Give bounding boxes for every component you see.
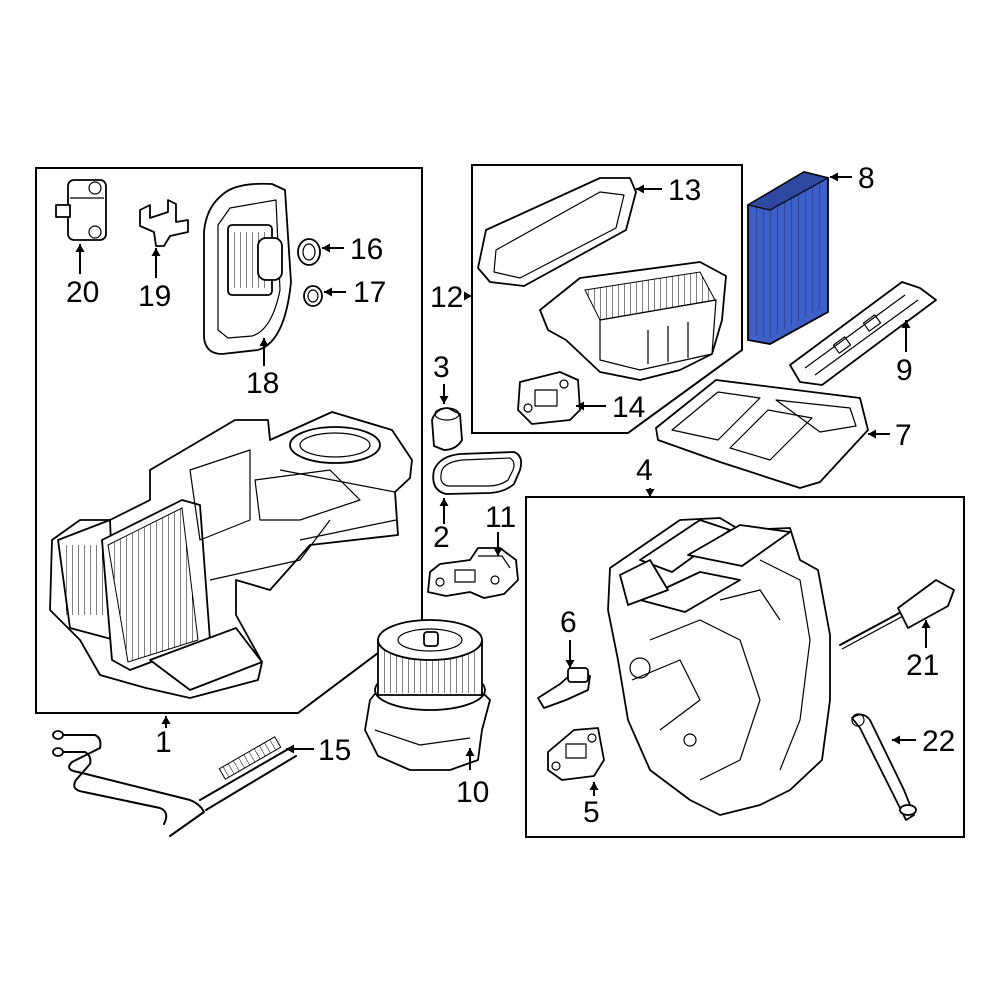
- arrowhead-22: [892, 735, 900, 745]
- arrowhead-8: [830, 172, 838, 182]
- callout-9: 9: [896, 354, 913, 387]
- blower-housing-part: [539, 261, 727, 381]
- heater-pipe-part: [52, 730, 297, 837]
- arrowhead-14: [576, 401, 584, 411]
- arrowhead-2: [439, 498, 449, 506]
- arrowhead-11: [493, 548, 503, 556]
- callout-12: 12: [430, 281, 463, 314]
- callout-20: 20: [66, 276, 99, 309]
- callout-19: 19: [138, 280, 171, 313]
- callout-11: 11: [485, 501, 516, 534]
- hvac-distribution-case-part: [607, 517, 831, 816]
- arrowhead-21: [921, 620, 931, 628]
- arrowhead-17: [324, 287, 332, 297]
- cabin-air-filter-part: [746, 171, 830, 345]
- arrowhead-4: [645, 489, 655, 497]
- callout-16: 16: [350, 233, 383, 266]
- arrowhead-15: [286, 744, 294, 754]
- o-ring-large-part: [297, 238, 321, 266]
- arrowhead-20: [75, 244, 85, 252]
- drain-tube-part: [851, 713, 917, 821]
- sensor-harness-part: [839, 579, 955, 650]
- temperature-sensor-part: [537, 667, 591, 709]
- callout-5: 5: [583, 796, 600, 829]
- arrowhead-1: [161, 716, 171, 724]
- arrowhead-3: [439, 396, 449, 404]
- mode-actuator-part: [517, 371, 581, 425]
- callout-18: 18: [246, 367, 279, 400]
- callout-4: 4: [636, 454, 653, 487]
- o-ring-small-part: [303, 285, 323, 307]
- callout-10: 10: [456, 776, 489, 809]
- filter-seal-part: [655, 379, 869, 489]
- expansion-valve-part: [55, 179, 107, 241]
- callout-1: 1: [155, 726, 172, 759]
- callout-2: 2: [433, 521, 450, 554]
- arrowhead-9: [901, 320, 911, 328]
- callout-22: 22: [922, 725, 955, 758]
- arrowhead-12: [464, 291, 472, 301]
- arrowhead-13: [636, 184, 644, 194]
- callout-15: 15: [318, 734, 351, 767]
- arrowhead-19: [151, 248, 161, 256]
- arrowhead-7: [868, 429, 876, 439]
- callout-14: 14: [612, 391, 645, 424]
- callout-8: 8: [858, 162, 875, 195]
- leader-arrows: [75, 172, 931, 796]
- group-frame-12: [471, 164, 743, 434]
- bracket-part: [139, 199, 189, 247]
- callout-17: 17: [353, 276, 386, 309]
- arrowhead-16: [322, 243, 330, 253]
- arrowhead-10: [465, 748, 475, 756]
- upper-housing-part: [477, 177, 637, 287]
- callout-7: 7: [895, 419, 912, 452]
- actuator-knob-part: [431, 407, 463, 451]
- evaporator-core-part: [203, 182, 292, 355]
- arrowhead-18: [259, 338, 269, 346]
- callout-6: 6: [560, 606, 577, 639]
- gasket-part: [432, 451, 523, 495]
- actuator-part: [547, 727, 605, 781]
- callout-13: 13: [668, 174, 701, 207]
- arrowhead-5: [589, 782, 599, 790]
- blower-resistor-part: [427, 547, 519, 599]
- group-frame-4: [525, 496, 965, 838]
- callout-3: 3: [433, 351, 450, 384]
- blower-motor-part: [364, 619, 491, 771]
- callout-21: 21: [906, 649, 939, 682]
- hvac-case-part: [49, 411, 413, 699]
- group-frame-1: [35, 167, 423, 714]
- arrowhead-6: [565, 660, 575, 668]
- filter-door-part: [789, 281, 937, 386]
